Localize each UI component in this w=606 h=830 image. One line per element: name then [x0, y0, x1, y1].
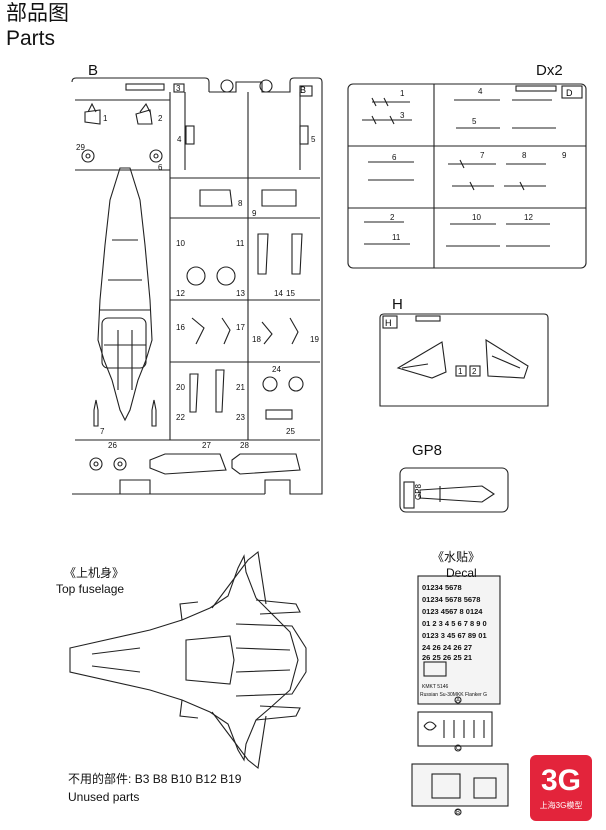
- d-part-number: 3: [400, 111, 405, 120]
- d-part-number: 4: [478, 87, 483, 96]
- unused-parts-list: B3 B8 B10 B12 B19: [134, 772, 242, 786]
- d-part-number: 2: [390, 213, 395, 222]
- sprue-b: [71, 77, 323, 495]
- b-part-number: 9: [252, 209, 257, 218]
- decal-row: 26 25 26 25 21: [422, 653, 472, 662]
- top-fuselage-label-cn: 《上机身》: [64, 566, 125, 580]
- b-part-number: 19: [310, 335, 319, 344]
- b-part-number: 5: [311, 135, 316, 144]
- decal-row: 24 26 24 26 27: [422, 643, 472, 652]
- b-part-number: 14: [274, 289, 283, 298]
- sprue-h-label: H: [392, 296, 403, 313]
- sprue-h: [379, 313, 549, 407]
- d-part-number: 7: [480, 151, 485, 160]
- decal-row: 01234 5678 5678: [422, 595, 480, 604]
- brand-logo-text: 3G: [540, 764, 582, 797]
- sprue-b-tag: B: [300, 85, 306, 95]
- page-title-en: Parts: [6, 27, 56, 50]
- unused-parts-line: 不用的部件: B3 B8 B10 B12 B19: [68, 772, 241, 786]
- b-part-number: 18: [252, 335, 261, 344]
- top-fuselage-aircraft: [69, 550, 307, 770]
- b-part-number: 21: [236, 383, 245, 392]
- decal-code: KMKT 5146: [422, 684, 449, 690]
- sprue-d: [347, 83, 587, 269]
- unused-parts-label-cn: 不用的部件:: [68, 772, 132, 786]
- decal-row: 01234 5678: [422, 583, 462, 592]
- decal-label-en: Decal: [446, 566, 477, 580]
- b-part-number: 12: [176, 289, 185, 298]
- decal-title-line: Russian Su-30MKK Flanker G: [420, 692, 487, 698]
- sprue-gp8-tag: GP8: [414, 483, 423, 500]
- d-part-number: 12: [524, 213, 533, 222]
- b-part-number: 24: [272, 365, 281, 374]
- decal-sheet-a: A: [456, 698, 460, 704]
- d-part-number: 6: [392, 153, 397, 162]
- h-part-number: 1: [458, 367, 463, 376]
- unused-parts-label-en: Unused parts: [68, 790, 140, 804]
- h-part-number: 2: [472, 367, 477, 376]
- decal-row: 0123 3 45 67 89 01: [422, 631, 487, 640]
- d-part-number: 9: [562, 151, 567, 160]
- decal-sheet-b: B: [456, 810, 460, 816]
- b-part-number: 28: [240, 441, 249, 450]
- brand-logo: 3G 上海3G模型: [530, 755, 592, 821]
- b-part-number: 15: [286, 289, 295, 298]
- b-part-number: 26: [108, 441, 117, 450]
- sprue-b-label: B: [88, 62, 99, 79]
- d-part-number: 8: [522, 151, 527, 160]
- b-part-number: 10: [176, 239, 185, 248]
- b-part-number: 8: [238, 199, 243, 208]
- d-part-number: 1: [400, 89, 405, 98]
- b-part-number: 2: [158, 114, 163, 123]
- b-part-number: 3: [176, 84, 181, 93]
- top-fuselage-label-en: Top fuselage: [56, 582, 125, 596]
- sprue-gp8: [399, 467, 509, 513]
- decal-label-cn: 《水贴》: [432, 550, 481, 564]
- b-part-number: 23: [236, 413, 245, 422]
- brand-logo-subtext: 上海3G模型: [539, 801, 583, 810]
- b-part-number: 20: [176, 383, 185, 392]
- b-part-number: 6: [158, 163, 163, 172]
- d-part-number: 10: [472, 213, 481, 222]
- b-part-number: 11: [236, 239, 245, 248]
- b-part-number: 7: [100, 427, 105, 436]
- page-title-cn: 部品图: [6, 2, 69, 25]
- b-part-number: 27: [202, 441, 211, 450]
- b-part-number: 13: [236, 289, 245, 298]
- b-part-number: 22: [176, 413, 185, 422]
- sprue-h-tag: H: [385, 318, 392, 328]
- b-part-number: 25: [286, 427, 295, 436]
- decal-row: 01 2 3 4 5 6 7 8 9 0: [422, 619, 487, 628]
- b-part-number: 16: [176, 323, 185, 332]
- decal-sheets: [411, 575, 509, 816]
- b-part-number: 1: [103, 114, 108, 123]
- sprue-d-label: Dx2: [536, 62, 563, 79]
- d-part-number: 11: [392, 233, 401, 242]
- decal-row: 0123 4567 8 0124: [422, 607, 483, 616]
- decal-sheet-c: C: [456, 746, 461, 752]
- b-part-number: 29: [76, 143, 85, 152]
- sprue-gp8-label: GP8: [412, 442, 443, 459]
- b-part-number: 4: [177, 135, 182, 144]
- d-part-number: 5: [472, 117, 477, 126]
- b-part-number: 17: [236, 323, 245, 332]
- sprue-d-tag: D: [566, 88, 573, 98]
